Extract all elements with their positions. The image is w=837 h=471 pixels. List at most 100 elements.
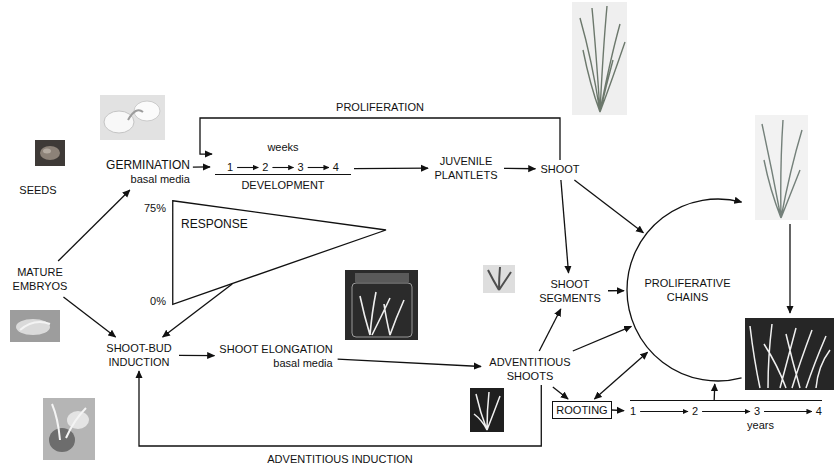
time-scale: weeks 1 2 3 4DEVELOPMENT: [212, 140, 354, 192]
text-row: GERMINATION: [106, 158, 190, 172]
text-row: SHOOT: [540, 162, 579, 176]
node-text: SHOOT SEGMENTS: [539, 278, 601, 304]
process-box: ROOTING: [552, 401, 611, 419]
step-arrow: [308, 167, 329, 168]
flow-arrow: [139, 371, 541, 446]
edge-label: ADVENTITIOUS INDUCTION: [265, 452, 414, 466]
step-arrow: [640, 411, 688, 412]
embryo-photo: [20, 322, 50, 330]
step-arrows: [237, 168, 812, 412]
flow-arrow: [612, 409, 624, 411]
node-text: JUVENILE PLANTLETS: [435, 155, 498, 181]
node-text: 2: [692, 404, 698, 418]
stage-label: SHOOT SEGMENTS: [534, 275, 606, 307]
chain-photo: [755, 115, 808, 220]
adventitious-photo: [470, 388, 504, 432]
stage-label: SEEDS: [16, 181, 59, 199]
node-text: basal media: [131, 173, 190, 185]
stage-label: MATURE EMBRYOS: [8, 263, 72, 295]
embryo-photo: [10, 310, 60, 342]
text-row: JUVENILE PLANTLETS: [433, 154, 499, 182]
node-text: MATURE EMBRYOS: [13, 266, 68, 292]
node-text: 4: [333, 160, 339, 174]
shoot-photo: [572, 2, 627, 115]
text-row: years: [630, 418, 822, 432]
cycle-arrow: [789, 224, 790, 313]
stage-label: SHOOT-BUD INDUCTION: [101, 339, 177, 371]
triangle-outline: [173, 201, 386, 305]
chain-photo: [745, 318, 834, 390]
stage-label: GERMINATIONbasal media: [103, 156, 193, 188]
text-row: weeks: [215, 140, 351, 154]
shoot-photo: [580, 6, 625, 112]
node-text: PROLIFERATIVE CHAINS: [645, 277, 731, 303]
stage-label: SHOOT: [537, 160, 582, 178]
text-row: SHOOT SEGMENTS: [537, 277, 603, 305]
flow-arrow: [354, 168, 428, 170]
node-text: weeks: [267, 141, 298, 153]
flow-arrow: [553, 387, 568, 399]
step-arrow: [237, 167, 258, 168]
seed-photo: [43, 149, 51, 154]
text-row: basal media: [219, 356, 332, 370]
adventitious-photo: [474, 392, 500, 430]
node-text: 3: [298, 160, 304, 174]
flow-arrow: [594, 352, 647, 399]
seed-photo: [35, 140, 65, 166]
flow-arrow: [63, 297, 115, 337]
flow-arrow: [58, 190, 130, 261]
triangle-outline: [172, 200, 387, 305]
bud-photo: [67, 411, 89, 429]
germination-photo: [100, 95, 165, 140]
text-row: MATURE EMBRYOS: [11, 265, 69, 293]
node-text: 4: [816, 404, 822, 418]
node-text: SHOOT-BUD INDUCTION: [106, 342, 171, 368]
segment-photo: [488, 267, 511, 290]
node-text: 2: [262, 160, 268, 174]
text-row: RESPONSE: [181, 217, 387, 231]
bud-photo: [49, 428, 75, 452]
text-row: PROLIFERATIVE CHAINS: [640, 276, 735, 304]
flow-arrow: [574, 180, 643, 233]
percent-label: 0%: [148, 294, 168, 308]
flow-arrow: [539, 309, 561, 351]
text-row: SHOOT-BUD INDUCTION: [104, 341, 174, 369]
seed-photo: [40, 146, 60, 160]
text-row: SEEDS: [19, 183, 56, 197]
node-text: RESPONSE: [181, 217, 248, 231]
embryo-photo: [16, 319, 50, 335]
text-row: ROOTING: [556, 403, 607, 417]
node-text: DEVELOPMENT: [241, 179, 324, 191]
flow-arrow: [179, 355, 214, 357]
node-text: SEEDS: [19, 184, 56, 196]
node-text: 3: [754, 404, 760, 418]
time-scale: 1234years: [626, 400, 822, 432]
node-text: 1: [227, 160, 233, 174]
text-row: DEVELOPMENT: [215, 174, 351, 192]
flow-arrow: [608, 290, 624, 291]
node-text: basal media: [273, 357, 332, 369]
chain-photo: [750, 324, 830, 388]
flow-arrow: [714, 384, 716, 400]
text-row: ADVENTITIOUS SHOOTS: [486, 355, 574, 383]
flow-arrow: [504, 168, 535, 170]
node-text: SHOOT ELONGATION: [219, 343, 332, 355]
step-arrow: [702, 411, 750, 412]
cycle-outline: [626, 198, 810, 382]
node-text: ADVENTITIOUS SHOOTS: [489, 356, 570, 382]
flow-arrow: [200, 118, 560, 160]
jar-photo: [360, 292, 404, 335]
bud-photo: [52, 404, 86, 440]
text-row: 1 2 3 4: [215, 160, 351, 174]
cycle-circle: PROLIFERATIVE CHAINS: [626, 198, 810, 382]
jar-photo: [352, 283, 412, 337]
flow-arrow: [193, 166, 210, 168]
germination-photo: [104, 111, 134, 133]
germination-photo: [128, 110, 143, 120]
node-text: years: [747, 419, 774, 431]
node-text: SHOOT: [540, 163, 579, 175]
stage-label: JUVENILE PLANTLETS: [430, 152, 502, 184]
bud-photo: [43, 398, 95, 460]
node-text: GERMINATION: [106, 158, 190, 172]
